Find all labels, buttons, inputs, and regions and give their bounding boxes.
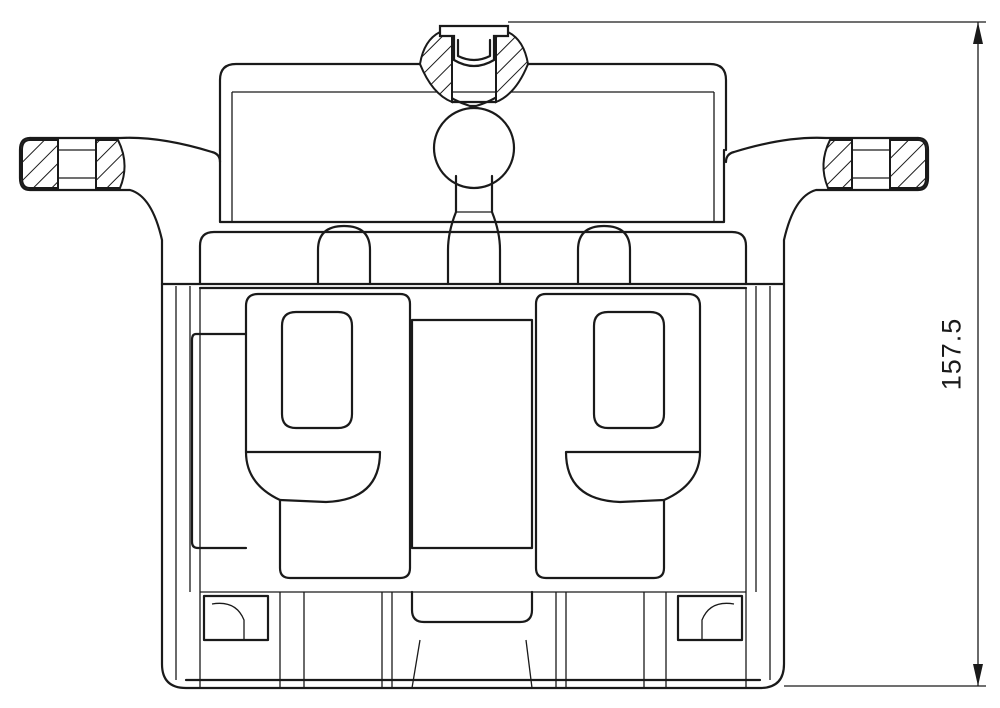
bottom-details <box>184 590 762 689</box>
arrow-head-top <box>973 22 983 44</box>
left-pad-clip <box>244 292 412 580</box>
arrow-head-bottom <box>973 664 983 686</box>
height-dimension-label: 157.5 <box>936 317 967 391</box>
bleed-screw <box>418 24 530 104</box>
right-pad-clip <box>534 292 702 580</box>
right-mount-ear <box>724 136 930 286</box>
left-mount-ear <box>18 136 222 286</box>
push-rod <box>432 106 516 286</box>
height-dimension <box>508 21 986 687</box>
piston-bosses <box>198 224 748 286</box>
center-plate <box>190 318 534 550</box>
lower-bridge <box>160 282 786 690</box>
upper-housing <box>218 62 728 224</box>
